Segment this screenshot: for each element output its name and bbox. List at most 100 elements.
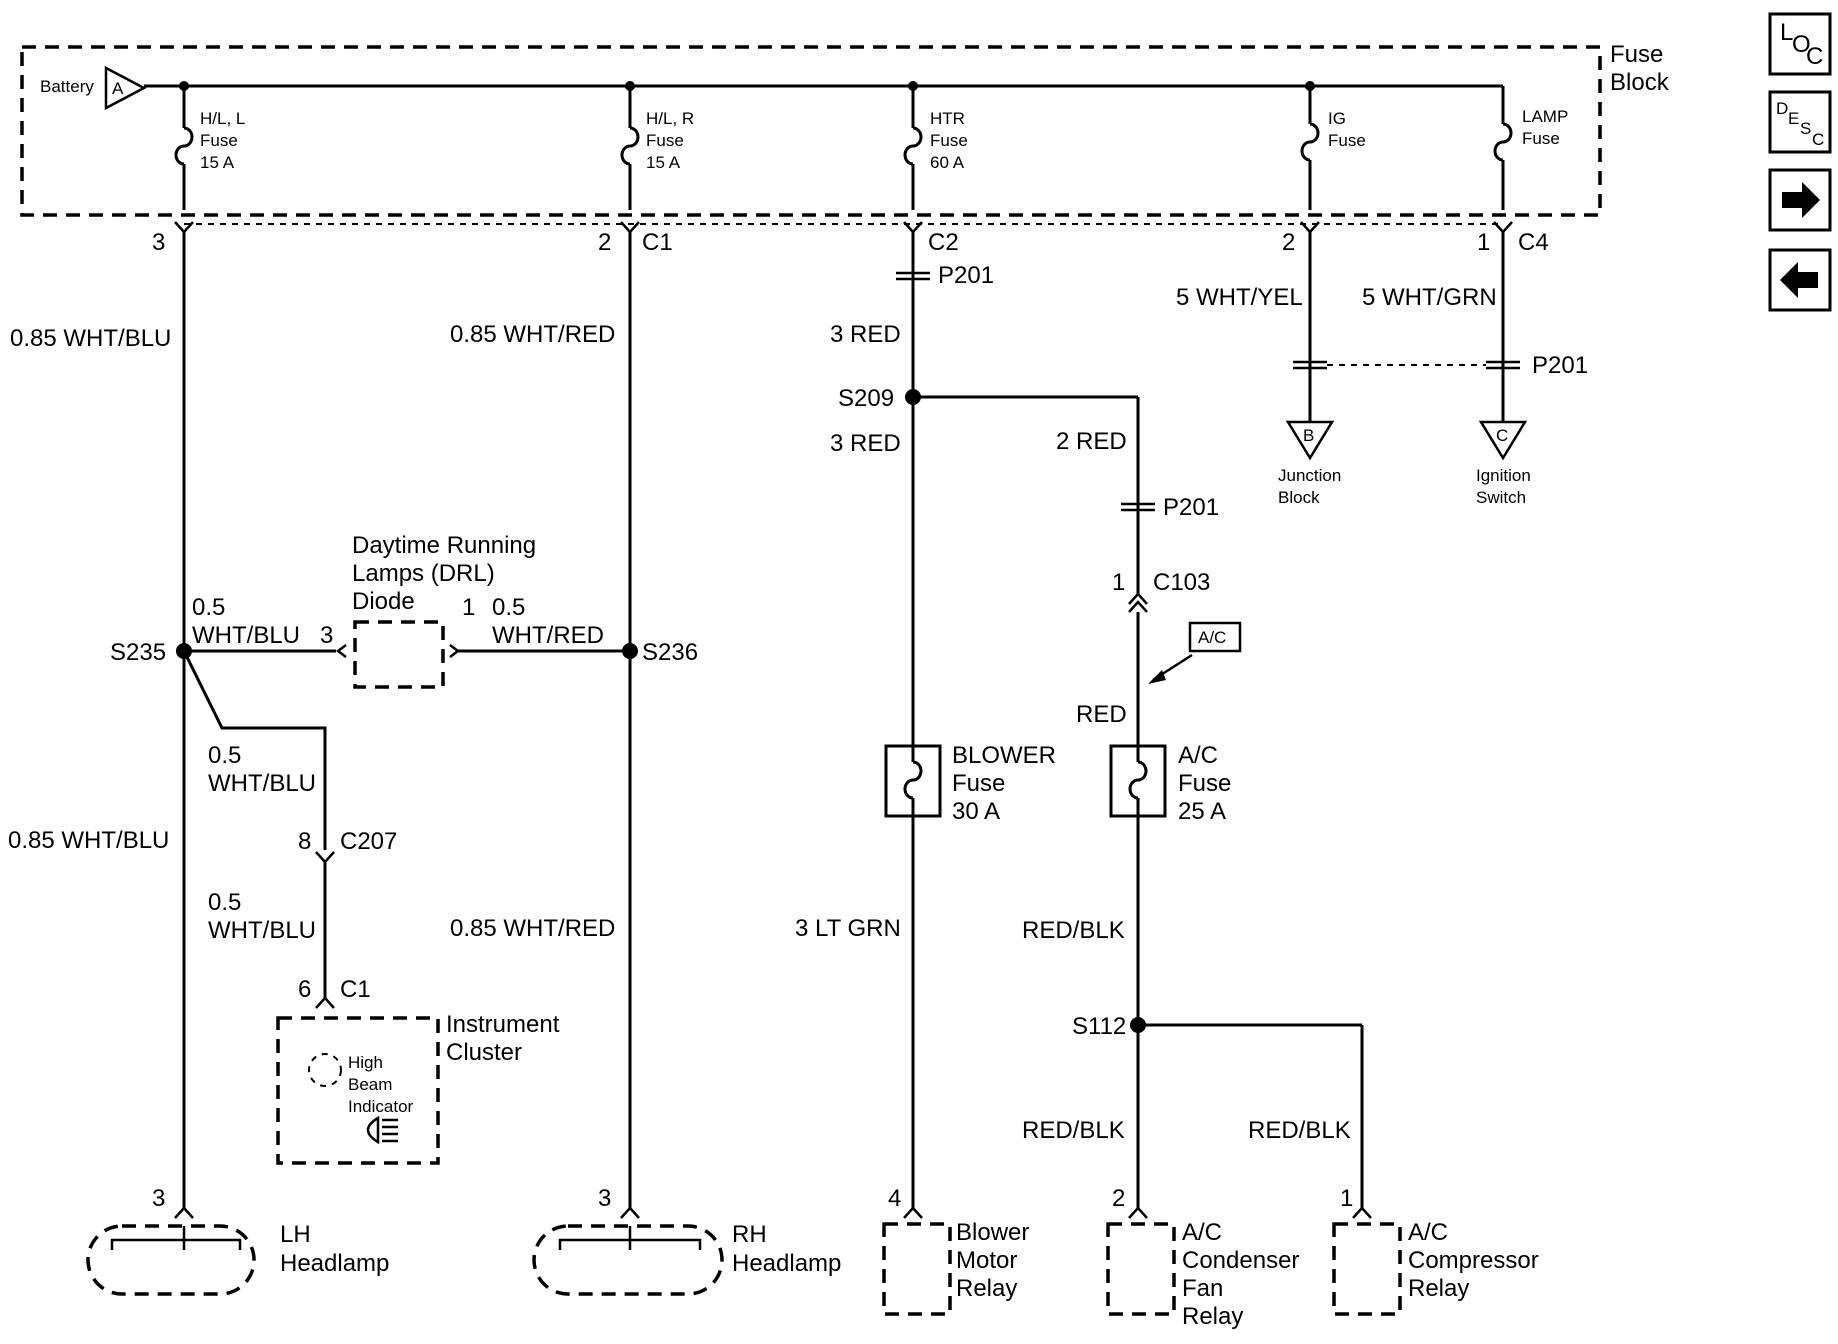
svg-text:3: 3 xyxy=(320,622,333,649)
svg-text:1: 1 xyxy=(1340,1185,1353,1212)
svg-text:C103: C103 xyxy=(1153,569,1210,596)
svg-text:A/C: A/C xyxy=(1408,1219,1448,1246)
svg-text:Fuse: Fuse xyxy=(646,131,684,150)
svg-text:8: 8 xyxy=(298,828,311,855)
svg-text:15 A: 15 A xyxy=(646,153,681,172)
blower-motor-relay xyxy=(882,1206,952,1316)
prev-button[interactable] xyxy=(1768,248,1832,312)
svg-text:Fuse: Fuse xyxy=(952,770,1005,797)
circuit-ig xyxy=(1285,232,1335,461)
svg-text:2 RED: 2 RED xyxy=(1056,428,1127,455)
svg-text:D: D xyxy=(1776,99,1788,118)
conn-c1: C1 xyxy=(642,229,673,256)
conn-p201-ig: P201 xyxy=(1532,352,1588,379)
svg-text:Blower: Blower xyxy=(956,1219,1029,1246)
svg-text:5 WHT/YEL: 5 WHT/YEL xyxy=(1176,284,1303,311)
wire-left-top: 0.85 WHT/BLU xyxy=(10,325,171,352)
svg-text:Lamps (DRL): Lamps (DRL) xyxy=(352,560,495,587)
lh-headlamp xyxy=(86,1206,256,1296)
svg-text:0.5: 0.5 xyxy=(192,594,225,621)
battery-label: Battery xyxy=(40,77,94,96)
circuit-lh-headlamp xyxy=(176,232,336,1210)
svg-text:BLOWER: BLOWER xyxy=(952,742,1056,769)
svg-text:60 A: 60 A xyxy=(930,153,965,172)
svg-text:Fuse: Fuse xyxy=(1328,131,1366,150)
ac-fuse xyxy=(1109,744,1167,818)
svg-text:Fuse: Fuse xyxy=(1178,770,1231,797)
svg-text:0.5: 0.5 xyxy=(208,742,241,769)
circuit-htr xyxy=(896,232,1364,1210)
splice-s209-label: S209 xyxy=(838,385,894,412)
svg-text:Compressor: Compressor xyxy=(1408,1247,1539,1274)
svg-text:LH: LH xyxy=(280,1221,311,1248)
svg-text:Daytime Running: Daytime Running xyxy=(352,532,536,559)
svg-text:High: High xyxy=(348,1053,383,1072)
svg-text:4: 4 xyxy=(888,1185,901,1212)
svg-text:Fuse: Fuse xyxy=(200,131,238,150)
svg-text:IG: IG xyxy=(1328,109,1346,128)
svg-text:RED/BLK: RED/BLK xyxy=(1248,1117,1351,1144)
svg-text:E: E xyxy=(1788,109,1799,128)
svg-text:0.5: 0.5 xyxy=(208,889,241,916)
conn-c4-pin1: 1 xyxy=(1477,229,1490,256)
svg-text:Beam: Beam xyxy=(348,1075,392,1094)
svg-text:RED/BLK: RED/BLK xyxy=(1022,917,1125,944)
conn-c4: C4 xyxy=(1518,229,1549,256)
high-beam-indicator-icon xyxy=(308,1053,342,1087)
conn-c1-pin: 2 xyxy=(598,229,611,256)
splice-s236-label: S236 xyxy=(642,639,698,666)
fuse-hl-r: H/L, R Fuse 15 A xyxy=(620,86,694,210)
svg-text:2: 2 xyxy=(1112,1185,1125,1212)
svg-text:Fuse: Fuse xyxy=(930,131,968,150)
svg-text:LAMP: LAMP xyxy=(1522,107,1568,126)
splice-s235-label: S235 xyxy=(110,639,166,666)
svg-text:H/L, R: H/L, R xyxy=(646,109,694,128)
battery-terminal-icon xyxy=(104,65,147,111)
wire-mid-top: 0.85 WHT/RED xyxy=(450,321,615,348)
svg-text:RED/BLK: RED/BLK xyxy=(1022,1117,1125,1144)
ac-tag xyxy=(1148,621,1242,684)
svg-text:Fan: Fan xyxy=(1182,1275,1223,1302)
fuse-block-label-2: Block xyxy=(1610,69,1670,96)
svg-text:3 LT GRN: 3 LT GRN xyxy=(795,915,901,942)
svg-text:RH: RH xyxy=(732,1221,767,1248)
next-button[interactable] xyxy=(1768,168,1832,232)
svg-text:3: 3 xyxy=(598,1185,611,1212)
svg-text:Relay: Relay xyxy=(1408,1275,1469,1302)
svg-text:WHT/RED: WHT/RED xyxy=(492,622,604,649)
svg-text:0.5: 0.5 xyxy=(492,594,525,621)
svg-text:H/L, L: H/L, L xyxy=(200,109,245,128)
splice-s112-label: S112 xyxy=(1072,1013,1126,1040)
svg-text:C: C xyxy=(1806,43,1823,70)
svg-text:Cluster: Cluster xyxy=(446,1039,522,1066)
svg-text:WHT/BLU: WHT/BLU xyxy=(208,917,316,944)
svg-text:Relay: Relay xyxy=(956,1275,1017,1302)
svg-text:Condenser: Condenser xyxy=(1182,1247,1299,1274)
svg-text:Switch: Switch xyxy=(1476,488,1526,507)
ignition-switch-terminal-icon xyxy=(1478,420,1528,461)
blower-fuse xyxy=(884,744,942,818)
svg-text:3 RED: 3 RED xyxy=(830,430,901,457)
headlamp-beam-icon xyxy=(366,1115,380,1145)
svg-text:S: S xyxy=(1800,119,1811,138)
svg-text:Indicator: Indicator xyxy=(348,1097,414,1116)
svg-text:Diode: Diode xyxy=(352,588,415,615)
ac-condenser-fan-relay xyxy=(1106,1206,1176,1316)
battery-ref: A xyxy=(112,79,124,98)
desc-button[interactable]: D E S C xyxy=(1768,90,1832,154)
svg-text:1: 1 xyxy=(462,594,475,621)
svg-text:WHT/BLU: WHT/BLU xyxy=(192,622,300,649)
svg-text:Fuse: Fuse xyxy=(1522,129,1560,148)
loc-button[interactable]: L O C xyxy=(1768,12,1832,76)
fuse-ig: IG Fuse xyxy=(1300,86,1366,210)
conn-c2: C2 xyxy=(928,229,959,256)
svg-text:O: O xyxy=(1792,31,1811,58)
junction-block-terminal-icon xyxy=(1285,420,1335,461)
svg-text:Relay: Relay xyxy=(1182,1303,1243,1330)
fuse-htr: HTR Fuse 60 A xyxy=(903,86,968,210)
fuse-lamp: LAMP Fuse xyxy=(1493,106,1568,210)
svg-text:C: C xyxy=(1496,426,1508,445)
block-connectors xyxy=(174,221,1513,234)
conn-p201-ac: P201 xyxy=(1163,494,1219,521)
